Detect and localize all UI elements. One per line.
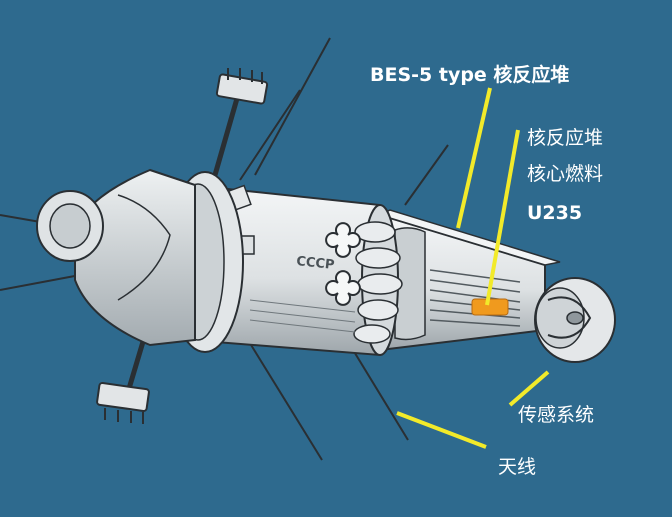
hull-marking: CCCP (296, 254, 336, 273)
reactor-core-fuel-label: 核心燃料 (527, 163, 604, 185)
reactor-core-isotope-label: U235 (527, 202, 583, 224)
top-boom-arm (212, 68, 269, 176)
front-dome (36, 168, 196, 347)
reactor-core-title-label: 核反应堆 (527, 127, 604, 149)
callout-lines (396, 87, 550, 449)
reactor-core-highlight (471, 298, 509, 316)
sensor-system-label: 传感系统 (518, 404, 595, 426)
antenna-rods (0, 37, 449, 461)
antenna-label: 天线 (498, 456, 537, 478)
reactor-end-cap (534, 277, 616, 363)
reactor-boom (377, 209, 561, 352)
reactor-type-label: BES-5 type 核反应堆 (370, 64, 570, 86)
